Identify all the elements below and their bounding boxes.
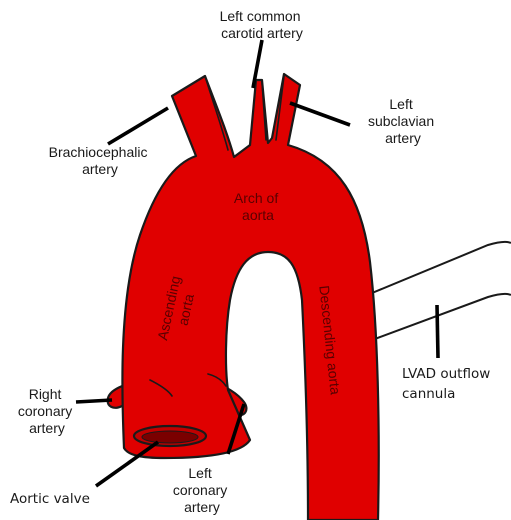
label-left-subclavian: Left subclavian artery	[368, 96, 438, 146]
leader-brachiocephalic	[108, 108, 168, 144]
label-lvad-outflow: LVAD outflow cannula	[402, 366, 495, 402]
leader-left-subclavian	[290, 103, 350, 125]
lvad-cannula	[372, 242, 511, 340]
label-brachiocephalic: Brachiocephalic artery	[49, 144, 152, 177]
leader-lvad-outflow	[437, 305, 438, 358]
label-left-coronary: Left coronary artery	[173, 465, 231, 515]
leader-right-coronary	[76, 400, 112, 402]
aortic-valve-inner	[142, 431, 198, 443]
label-left-common-carotid: Left common carotid artery	[220, 8, 305, 41]
aorta-body	[122, 74, 378, 520]
label-aortic-valve: Aortic valve	[10, 491, 90, 507]
label-right-coronary: Right coronary artery	[18, 386, 76, 436]
